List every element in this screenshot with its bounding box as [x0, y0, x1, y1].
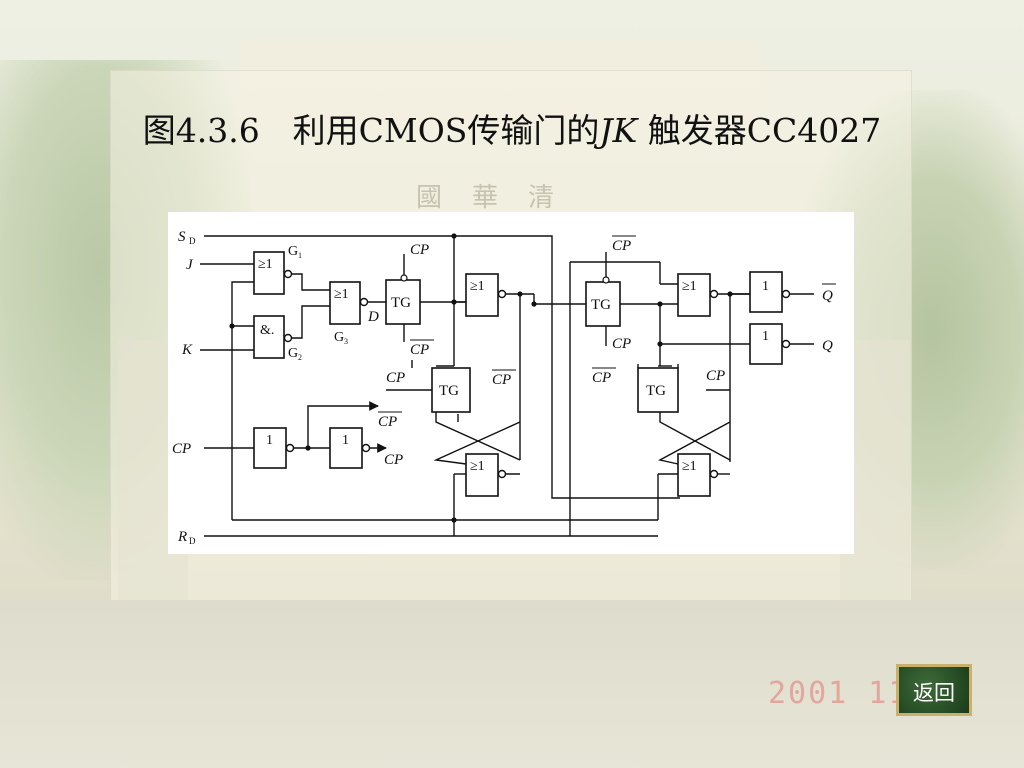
nor-master-top-symbol: ≥1: [470, 279, 485, 294]
tg3-label: TG: [591, 297, 611, 313]
gate-g2-and: &.: [253, 315, 293, 359]
nor-slave-top-symbol: ≥1: [682, 279, 697, 294]
g1-name: G: [288, 244, 298, 259]
k-label: K: [181, 342, 193, 358]
tg1-cpbar-label: CP: [410, 342, 429, 358]
rd-label: R: [177, 529, 187, 545]
inverter-q-symbol: 1: [762, 329, 769, 344]
nor-slave-bottom-symbol: ≥1: [682, 459, 697, 474]
transmission-gate-3: TG: [585, 276, 621, 327]
tg4-label: TG: [646, 383, 666, 399]
tg2-label: TG: [439, 383, 459, 399]
title-suffix: 触发器CC4027: [637, 111, 882, 150]
g2-symbol: &.: [260, 323, 274, 338]
cp-input-label: CP: [172, 441, 191, 457]
circuit-svg: ≥1 &. ≥1 TG ≥1 TG ≥1 TG: [172, 229, 836, 546]
inverter-qbar: 1: [749, 271, 791, 313]
background-gate-plaque: 國華清: [415, 183, 584, 213]
node-d-label: D: [367, 309, 379, 325]
g3-name: G: [334, 330, 344, 345]
q-output-label: Q: [822, 338, 833, 354]
gate-g3-nor: ≥1: [329, 281, 369, 325]
transmission-gate-4: TG: [637, 367, 679, 413]
transmission-gate-2: TG: [431, 367, 471, 413]
clock-inverter-1-symbol: 1: [266, 433, 273, 448]
g3-symbol: ≥1: [334, 287, 349, 302]
clock-inverter-2: 1: [329, 427, 371, 469]
tg2-cpbar-label: CP: [492, 372, 511, 388]
clock-cpbar-out-label: CP: [378, 414, 397, 430]
slide-title: 图4.3.6 利用CMOS传输门的JK 触发器CC4027: [0, 104, 1024, 152]
date-stamp: 2001 11: [768, 676, 909, 711]
g2-name-sub: 2: [298, 353, 302, 362]
g1-name-sub: 1: [298, 251, 302, 260]
return-button-label: 返回: [913, 681, 955, 705]
title-italic: JK: [599, 111, 638, 150]
tg1-cp-label: CP: [410, 242, 429, 258]
g2-name: G: [288, 346, 298, 361]
rd-label-sub: D: [189, 536, 196, 546]
nor-master-bottom-symbol: ≥1: [470, 459, 485, 474]
g3-name-sub: 3: [344, 337, 348, 346]
gate-slave-nor-bottom: ≥1: [677, 453, 719, 497]
q-bar-output-label: Q: [822, 288, 833, 304]
tg4-cp-label: CP: [706, 368, 725, 384]
clock-inverter-2-symbol: 1: [342, 433, 349, 448]
return-button[interactable]: 返回: [896, 664, 972, 716]
tg3-cp-label: CP: [612, 336, 631, 352]
transmission-gate-1: TG: [385, 274, 421, 325]
gate-slave-nor-top: ≥1: [677, 273, 719, 317]
clock-inverter-1: 1: [253, 427, 295, 469]
circuit-diagram: ≥1 &. ≥1 TG ≥1 TG ≥1 TG: [168, 212, 854, 554]
tg4-cpbar-label: CP: [592, 370, 611, 386]
signal-labels: S D J K CP R D G 1 G 2 G 3 D CP CP CP CP…: [172, 229, 836, 546]
title-prefix: 图4.3.6 利用CMOS传输门的: [142, 111, 600, 150]
clock-cp-out-label: CP: [384, 452, 403, 468]
j-label: J: [186, 257, 194, 273]
g1-symbol: ≥1: [258, 257, 273, 272]
junction-dots: [229, 233, 733, 523]
inverter-q: 1: [749, 323, 791, 365]
sd-label-sub: D: [189, 236, 196, 246]
tg3-cpbar-label: CP: [612, 238, 631, 254]
inverter-qbar-symbol: 1: [762, 279, 769, 294]
sd-label: S: [178, 229, 186, 245]
gate-master-nor-top: ≥1: [465, 273, 507, 317]
gate-master-nor-bottom: ≥1: [465, 453, 507, 497]
background-road: [0, 600, 1024, 768]
tg2-cp-label: CP: [386, 370, 405, 386]
tg1-label: TG: [391, 295, 411, 311]
gate-g1-nor: ≥1: [253, 251, 293, 295]
wires: [200, 235, 814, 537]
